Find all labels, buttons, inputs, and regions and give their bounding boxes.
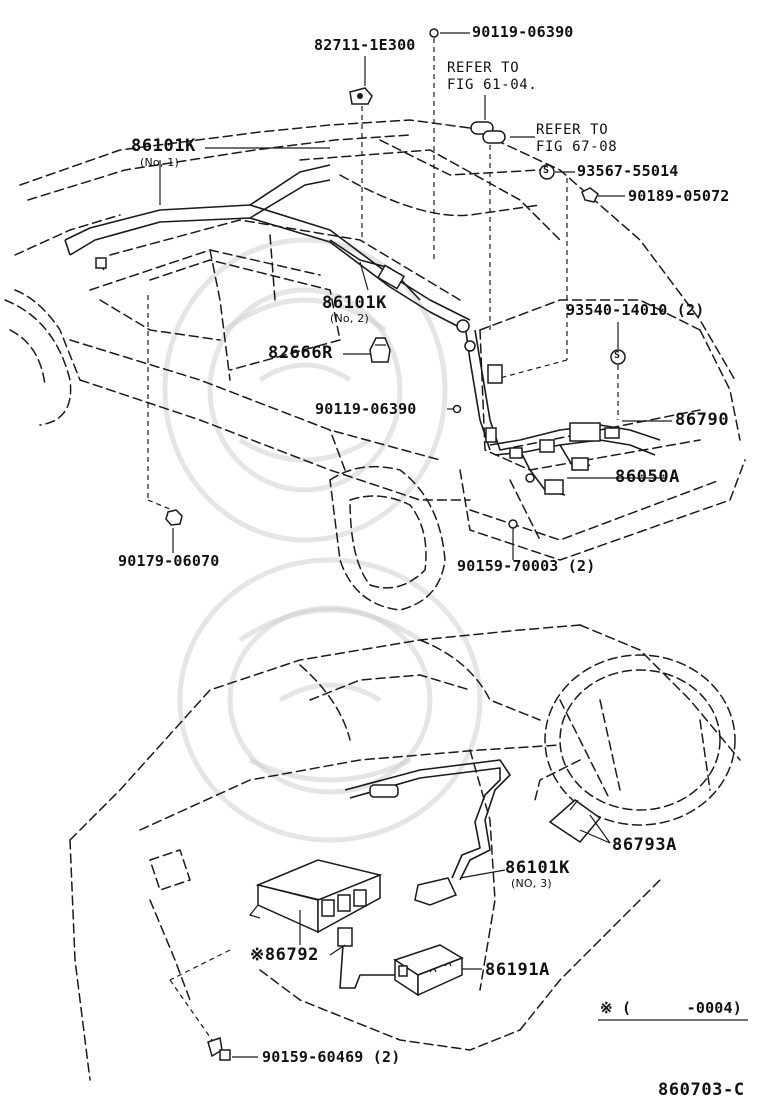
label-86191a: 86191A [485, 960, 551, 980]
label-82666r: 82666R [268, 343, 334, 363]
s-mark-93567: S [543, 165, 550, 176]
label-86050a: 86050A [615, 467, 681, 487]
s-mark-93540: S [614, 350, 621, 361]
label-86101k-no1: 86101K [131, 136, 197, 156]
small-hardware [165, 28, 626, 529]
bolt-90159-60469 [207, 1037, 231, 1061]
watermark-emblem-lower [177, 557, 483, 843]
label-refer-fig-67-08: REFER TO FIG 67-08 [536, 122, 618, 155]
label-93567-55014: 93567-55014 [577, 162, 679, 180]
label-90159-70003: 90159-70003 (2) [457, 557, 596, 575]
spiral-cable-86793a [548, 799, 602, 843]
label-86101k-no3: 86101K [505, 858, 571, 878]
label-90179-06070: 90179-06070 [118, 552, 220, 570]
footnote-range: ※ ( -0004) [600, 999, 742, 1017]
leader-lines-upper [147, 32, 672, 560]
label-86101k-no1-note: (No, 1) [140, 156, 179, 169]
label-86101k-no3-note: (NO, 3) [511, 877, 552, 890]
vehicle-body-outline [4, 119, 746, 611]
label-86792: ※86792 [250, 945, 320, 965]
label-82711-1e300: 82711-1E300 [314, 36, 416, 54]
label-90159-60469: 90159-60469 (2) [262, 1048, 401, 1066]
dashboard-outline [69, 624, 741, 1081]
label-90189-05072: 90189-05072 [628, 187, 730, 205]
label-90119-06390-mid: 90119-06390 [315, 400, 417, 418]
airbag-sensor-box [248, 859, 383, 934]
label-93540-14010: 93540-14010 (2) [566, 301, 705, 319]
leader-lines-lower [169, 814, 748, 1058]
label-86790: 86790 [675, 410, 730, 430]
dash-wire-harness [344, 759, 511, 906]
bracket-86191a [337, 927, 464, 997]
label-refer-fig-61-04: REFER TO FIG 61-04. [447, 60, 538, 93]
label-90119-06390-top: 90119-06390 [472, 23, 574, 41]
rear-harness-cluster [485, 422, 661, 496]
watermark-emblem-upper [162, 237, 448, 543]
label-86793a: 86793A [612, 835, 678, 855]
label-86101k-no2: 86101K [322, 293, 388, 313]
diagram-code: 860703-C [658, 1080, 745, 1100]
roof-wire-harness [64, 164, 503, 451]
label-86101k-no2-note: (No, 2) [330, 312, 369, 325]
